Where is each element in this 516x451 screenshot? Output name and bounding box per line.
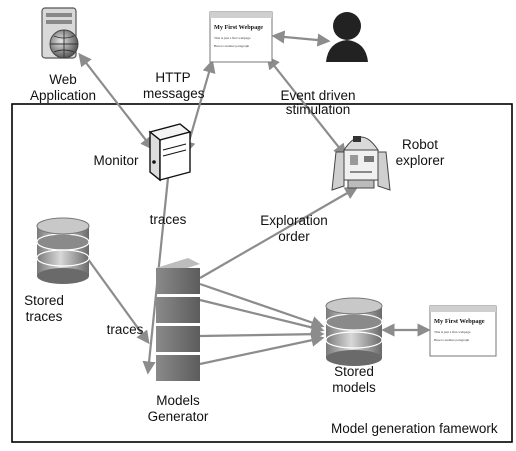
robot-explorer-line2: explorer xyxy=(395,153,445,168)
stored-traces-line1: Stored xyxy=(24,293,64,308)
traces-upper-label: traces xyxy=(149,212,187,227)
webpage-bottom-title: My First Webpage xyxy=(434,318,485,325)
event-driven-line1: Event driven xyxy=(280,88,356,103)
exploration-order-line2: order xyxy=(278,229,310,244)
robot-explorer-line1: Robot xyxy=(401,137,439,152)
arrow-generator-models-1 xyxy=(199,282,325,329)
stored-models-line1: Stored xyxy=(334,364,374,379)
webpage-top-line2: Here is another paragraph xyxy=(214,44,249,48)
traces-lower-label: traces xyxy=(106,322,144,337)
webpage-icon-bottom: My First Webpage This is just a first we… xyxy=(429,305,497,357)
webpage-bottom-line2: Here is another paragraph xyxy=(434,338,469,342)
arrow-generator-models-3 xyxy=(199,327,325,341)
arrow-generator-models-2 xyxy=(199,298,325,334)
stored-models-line2: models xyxy=(332,380,376,395)
arrow-storedtraces-generator xyxy=(84,254,150,345)
stored-traces-label: Stored traces xyxy=(14,293,74,325)
arrow-generator-robot xyxy=(199,186,359,279)
monitor-server-icon xyxy=(148,123,192,182)
robot-icon xyxy=(331,136,391,191)
event-driven-line2: stimulation xyxy=(285,102,351,117)
monitor-label: Monitor xyxy=(93,153,139,168)
web-application-label-line1: Web xyxy=(49,72,77,87)
user-icon xyxy=(326,12,368,62)
exploration-order-line1: Exploration xyxy=(260,213,328,228)
arrow-webpage-user xyxy=(271,30,331,47)
webpage-bottom-line1: This is just a first webpage xyxy=(434,330,471,334)
models-generator-line1: Models xyxy=(156,393,200,408)
stored-traces-line2: traces xyxy=(25,309,63,324)
stored-traces-database-icon xyxy=(36,217,90,284)
webpage-top-title: My First Webpage xyxy=(214,24,263,31)
web-application-server-icon xyxy=(41,7,79,59)
http-messages-line1: HTTP xyxy=(155,70,191,85)
http-messages-label: HTTP messages xyxy=(143,70,205,102)
web-application-label-2: Application xyxy=(13,88,113,104)
arrow-webpage-robot xyxy=(266,55,347,158)
arrow-generator-models-4 xyxy=(199,333,325,366)
http-messages-line2: messages xyxy=(143,86,205,101)
models-generator-line2: Generator xyxy=(147,409,209,424)
webpage-icon-top: My First Webpage This is just a first we… xyxy=(209,11,273,63)
stored-models-label: Stored models xyxy=(324,364,384,396)
models-generator-blocks xyxy=(156,258,200,381)
robot-explorer-label: Robot explorer xyxy=(385,137,455,169)
event-driven-label: Event driven stimulation xyxy=(268,88,368,118)
webpage-top-line1: This is just a first webpage xyxy=(214,36,251,40)
stored-models-database-icon xyxy=(325,297,383,366)
exploration-order-label: Exploration order xyxy=(254,213,334,245)
models-generator-label: Models Generator xyxy=(140,393,216,425)
web-application-label: Web xyxy=(40,72,86,88)
arrow-webapp-monitor xyxy=(78,52,154,151)
framework-frame xyxy=(11,103,513,443)
framework-label: Model generation famework xyxy=(331,421,498,436)
web-application-label-line2: Application xyxy=(29,88,97,103)
